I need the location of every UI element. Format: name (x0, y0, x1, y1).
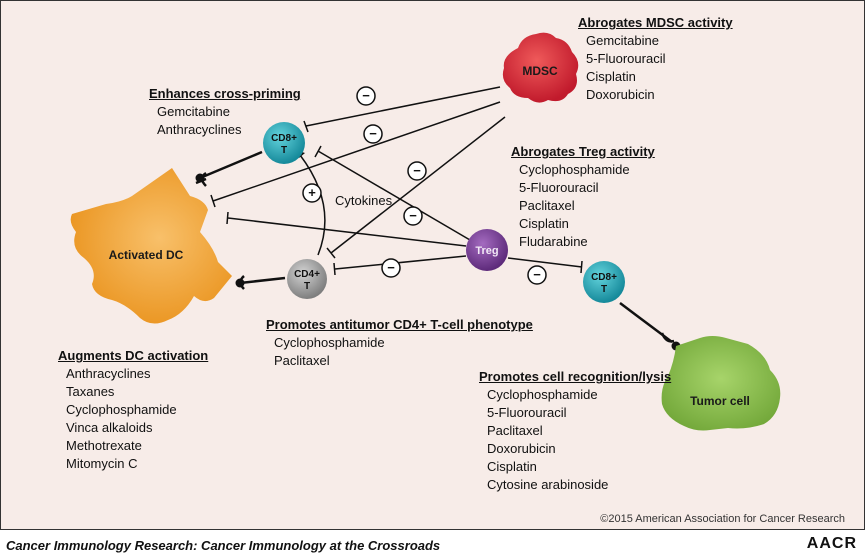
diagram-svg: MDSC Activated DC Tumor cell CD8+ T CD4+… (70, 32, 781, 431)
cd8-top-cell (263, 122, 305, 164)
box-mdsc-item: Gemcitabine (586, 33, 659, 48)
minus-badge-3: − (413, 163, 421, 178)
box-cross-item: Gemcitabine (157, 104, 230, 119)
treg-to-cd4-bar (333, 262, 336, 276)
minus-badge-5: − (387, 260, 395, 275)
treg-to-dc-bar (226, 211, 229, 225)
box-dc-item: Cyclophosphamide (66, 402, 177, 417)
cytokines-label: Cytokines (335, 193, 393, 208)
minus-badge-2: − (369, 126, 377, 141)
box-cross-heading: Enhances cross-priming (149, 86, 301, 101)
cd8-right-label-1: CD8+ (591, 272, 617, 283)
box-dc-item: Vinca alkaloids (66, 420, 153, 435)
box-cd4: Promotes antitumor CD4+ T-cell phenotype… (266, 316, 533, 370)
treg-label: Treg (475, 245, 498, 257)
box-mdsc-heading: Abrogates MDSC activity (578, 15, 733, 30)
mdsc-to-cd8-bar (303, 120, 309, 133)
box-mdsc-item: 5-Fluorouracil (586, 51, 666, 66)
box-mdsc-item: Cisplatin (586, 69, 636, 84)
box-treg-item: Fludarabine (519, 234, 588, 249)
box-dc-item: Taxanes (66, 384, 115, 399)
box-lysis-item: 5-Fluorouracil (487, 405, 567, 420)
mdsc-to-cd8-line (305, 86, 501, 127)
box-cross-priming: Enhances cross-priming Gemcitabine Anthr… (149, 85, 301, 139)
synapse-dc-cd8 (195, 150, 263, 187)
minus-badge-6: − (533, 267, 541, 282)
box-treg: Abrogates Treg activity Cyclophosphamide… (511, 143, 655, 251)
box-cd4-item: Cyclophosphamide (274, 335, 385, 350)
cd8-right-label-2: T (601, 284, 607, 295)
box-lysis-heading: Promotes cell recognition/lysis (479, 369, 672, 384)
cd8-top-label-1: CD8+ (271, 133, 297, 144)
box-lysis-item: Paclitaxel (487, 423, 543, 438)
treg-to-cd8-line (317, 150, 471, 241)
mdsc-to-cd4-bar (326, 247, 336, 259)
box-cross-item: Anthracyclines (157, 122, 242, 137)
cd8-top-label-2: T (281, 145, 287, 156)
publisher-logo: AACR (806, 535, 857, 552)
inhibition-lines (210, 86, 583, 276)
plus-badge: + (308, 185, 316, 200)
box-mdsc-item: Doxorubicin (586, 87, 655, 102)
synapse-dot-cd4 (235, 278, 245, 288)
box-dc-activation: Augments DC activation Anthracyclines Ta… (58, 347, 208, 473)
box-lysis-item: Doxorubicin (487, 441, 556, 456)
treg-to-cd8-right-bar (580, 260, 583, 274)
dc-cell (70, 168, 233, 324)
cd4-cell (287, 259, 327, 299)
box-treg-item: Cisplatin (519, 216, 569, 231)
box-dc-item: Mitomycin C (66, 456, 138, 471)
box-lysis-item: Cyclophosphamide (487, 387, 598, 402)
box-dc-heading: Augments DC activation (58, 348, 209, 363)
box-treg-item: Paclitaxel (519, 198, 575, 213)
treg-to-dc-line (227, 217, 467, 247)
mdsc-cell (502, 32, 579, 103)
treg-to-cd4-line (334, 255, 467, 270)
box-lysis: Promotes cell recognition/lysis Cyclopho… (479, 368, 671, 494)
inhibition-badges (302, 86, 547, 285)
cd4-label-1: CD4+ (294, 269, 320, 280)
cd8-right-cell (583, 261, 625, 303)
box-dc-item: Methotrexate (66, 438, 142, 453)
minus-badge-1: − (362, 88, 370, 103)
box-lysis-item: Cytosine arabinoside (487, 477, 609, 492)
copyright-text: ©2015 American Association for Cancer Re… (600, 513, 845, 525)
synapse-dot-cd8 (195, 173, 205, 183)
tumor-label: Tumor cell (690, 394, 750, 408)
box-treg-item: Cyclophosphamide (519, 162, 630, 177)
mdsc-to-cd4-line (330, 116, 506, 254)
box-dc-item: Anthracyclines (66, 366, 151, 381)
minus-badge-4: − (409, 208, 417, 223)
synapse-cd8-tumor (619, 302, 675, 343)
cd4-label-2: T (304, 281, 310, 292)
cytokine-arrow (299, 154, 326, 256)
tumor-cell (661, 336, 781, 431)
treg-to-cd8-right-line (507, 257, 583, 268)
treg-to-cd8-bar (314, 145, 322, 158)
box-mdsc: Abrogates MDSC activity Gemcitabine 5-Fl… (578, 14, 733, 104)
box-treg-item: 5-Fluorouracil (519, 180, 599, 195)
box-lysis-item: Cisplatin (487, 459, 537, 474)
journal-title: Cancer Immunology Research: Cancer Immun… (6, 538, 441, 553)
box-treg-heading: Abrogates Treg activity (511, 144, 655, 159)
mdsc-label: MDSC (522, 64, 558, 78)
mdsc-to-dc-line (212, 101, 501, 202)
footer: Cancer Immunology Research: Cancer Immun… (0, 530, 865, 558)
synapse-dc-cd4 (239, 275, 286, 290)
box-cd4-heading: Promotes antitumor CD4+ T-cell phenotype (266, 317, 533, 332)
dc-label: Activated DC (109, 248, 184, 262)
box-cd4-item: Paclitaxel (274, 353, 330, 368)
treg-cell (466, 229, 508, 271)
mdsc-to-dc-bar (210, 194, 216, 208)
